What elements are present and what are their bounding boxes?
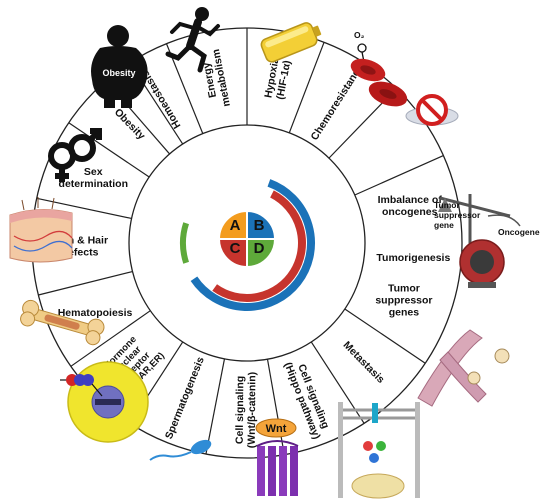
red-blood-cell-icon: O₂: [350, 30, 408, 107]
segment-label-tumorigenesis: Tumorigenesis: [376, 252, 450, 264]
segment-divider: [288, 42, 325, 134]
bone-icon: [20, 299, 105, 346]
sperm-cell-icon: [149, 439, 212, 461]
segment-label-line: oncogenes: [382, 206, 438, 218]
segment-label-line: genes: [389, 307, 420, 319]
segment-divider: [205, 358, 226, 455]
segment-label-line: Sex: [84, 166, 103, 178]
quadrant-c-label: C: [230, 240, 241, 257]
segment-divider: [68, 122, 150, 178]
segment-label-line: (Wnt/β-catenin): [246, 372, 259, 449]
cell-nucleus-icon: [60, 361, 149, 443]
segment-label-line: Imbalance of: [378, 194, 443, 206]
skin-cross-section-icon: [9, 197, 73, 263]
gender-symbol-icon: [48, 128, 102, 182]
balance-scale-icon: Tumor suppressor gene Oncogene: [434, 194, 540, 288]
quadrant-a: [217, 209, 248, 240]
blood-vessel-icon: [417, 329, 510, 407]
quadrant-b-label: B: [254, 217, 265, 234]
wnt-label: Wnt: [266, 423, 287, 435]
segment-divider: [36, 197, 132, 220]
battery-icon: [260, 22, 322, 63]
segment-label-line: Hematopoiesis: [58, 307, 133, 319]
tsg-scale-label-2: suppressor: [434, 210, 481, 220]
tsg-scale-label-1: Tumor: [434, 200, 461, 210]
quadrant-d: [246, 238, 277, 269]
segment-label-line: determination: [59, 178, 128, 190]
quadrant-c: [217, 238, 248, 269]
quadrant-key: A B C D: [217, 209, 277, 269]
no-drug-icon: [405, 94, 459, 126]
segment-divider: [266, 359, 285, 455]
oxygen-label: O₂: [354, 30, 365, 40]
segment-label-line: suppressor: [375, 295, 432, 307]
quadrant-d-label: D: [254, 240, 265, 257]
tsg-scale-label-3: gene: [434, 220, 454, 230]
function-arcs: [180, 179, 315, 311]
segment-label-line: Tumor: [388, 283, 420, 295]
segment-divider: [354, 155, 444, 196]
segment-divider: [70, 310, 151, 367]
segment-divider: [165, 43, 204, 134]
function-arc-b: [190, 179, 315, 311]
quadrant-a-label: A: [230, 217, 241, 234]
quadrant-b: [246, 209, 277, 240]
wnt-receptor-icon: Wnt: [255, 418, 299, 496]
segment-label-line: Cell signaling: [234, 376, 247, 444]
segment-label-line: Tumorigenesis: [376, 252, 450, 264]
segment-divider: [38, 270, 133, 296]
function-arc-d: [180, 222, 190, 264]
obesity-silhouette-icon: Obesity: [91, 25, 148, 108]
runner-icon: [165, 7, 220, 73]
segment-label-hemato: Hematopoiesis: [58, 307, 133, 319]
membrane-pathway-icon: [338, 402, 420, 499]
segment-divider: [344, 308, 426, 364]
segment-label-wnt: Cell signaling(Wnt/β-catenin): [234, 372, 259, 449]
oncogene-label: Oncogene: [498, 227, 540, 237]
function-arc-c: [212, 190, 306, 302]
obesity-icon-label: Obesity: [102, 68, 135, 78]
